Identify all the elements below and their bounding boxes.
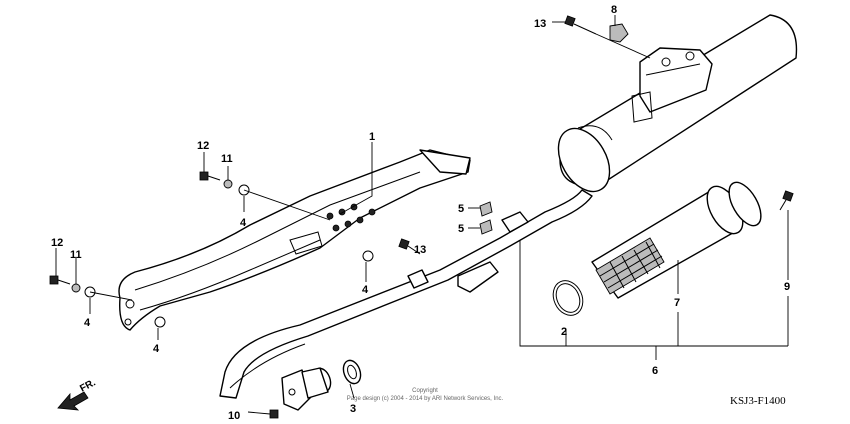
- callout-13-top: 13: [534, 18, 546, 30]
- exhaust-pipe: [219, 189, 593, 399]
- copyright-line-2: Page design (c) 2004 - 2014 by ARI Netwo…: [347, 396, 504, 402]
- fasteners: [49, 15, 794, 419]
- callout-8: 8: [611, 4, 617, 16]
- diagram-code: KSJ3-F1400: [730, 395, 786, 407]
- callout-5-upper: 5: [458, 203, 464, 215]
- callout-2: 2: [561, 326, 567, 338]
- callout-numbers: 13 8 1 12 11 4 12 11 4 4 4 13 5 5 9 7 2 …: [51, 4, 790, 422]
- copyright-line-1: Copyright: [412, 388, 438, 394]
- spark-arrester: [591, 181, 762, 299]
- callout-5-lower: 5: [458, 223, 464, 235]
- muffler: [557, 14, 798, 193]
- callout-11-mid: 11: [221, 153, 233, 165]
- direction-label: FR.: [78, 377, 98, 394]
- callout-13-mid: 13: [414, 244, 426, 256]
- callout-12-mid: 12: [197, 140, 209, 152]
- front-arrow-icon: [57, 391, 89, 411]
- exhaust-flange: [281, 359, 362, 411]
- front-direction-indicator: FR.: [57, 377, 98, 411]
- callout-3: 3: [350, 403, 356, 415]
- callout-10: 10: [228, 410, 240, 422]
- callout-6: 6: [652, 365, 658, 377]
- heat-shield: [118, 149, 471, 331]
- callout-7: 7: [674, 297, 680, 309]
- callout-4-right: 4: [362, 284, 369, 296]
- gasket: [552, 280, 584, 316]
- callout-4-mid: 4: [240, 217, 247, 229]
- leader-lines: [55, 15, 789, 415]
- callout-4-left: 4: [84, 317, 91, 329]
- callout-1: 1: [369, 131, 375, 143]
- callout-4-bottom: 4: [153, 343, 160, 355]
- copyright-notice: Copyright Page design (c) 2004 - 2014 by…: [347, 388, 504, 402]
- callout-9: 9: [784, 281, 790, 293]
- callout-11-left: 11: [70, 249, 82, 261]
- callout-12-left: 12: [51, 237, 63, 249]
